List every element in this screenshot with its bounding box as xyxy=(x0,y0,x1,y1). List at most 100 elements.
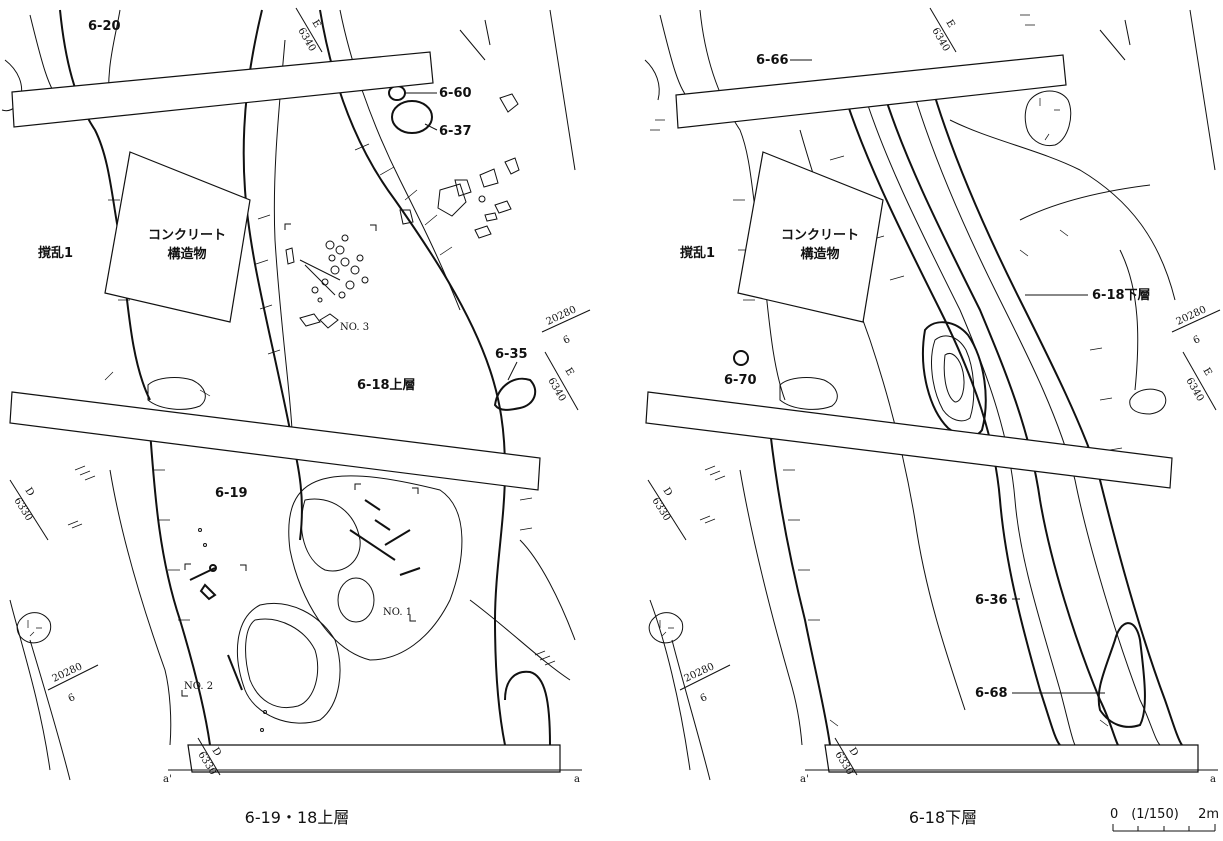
left-label-no1: NO. 1 xyxy=(383,607,412,618)
left-east-line-1 xyxy=(549,9,576,171)
left-pond-3 xyxy=(236,603,341,724)
right-east-line xyxy=(1189,9,1216,171)
svg-text:6: 6 xyxy=(562,334,572,347)
left-artifacts-upper xyxy=(388,85,520,239)
right-map: コンクリート 構造物 6-66 撹乱1 6-18下層 6-70 6-36 6-6… xyxy=(644,7,1221,827)
left-section-a-prime: a' xyxy=(163,774,172,785)
svg-text:E: E xyxy=(309,18,322,30)
right-east-terrace xyxy=(949,119,1176,391)
right-tree-1 xyxy=(1024,90,1072,147)
left-pond-2 xyxy=(337,577,375,623)
left-tree-1 xyxy=(16,612,52,644)
left-east-line-2 xyxy=(459,19,491,61)
left-east-line-3 xyxy=(469,539,576,681)
svg-text:20280: 20280 xyxy=(51,661,84,684)
left-grid-20280-a: 20280 6 xyxy=(541,304,591,347)
scale-start: 0 xyxy=(1110,807,1118,822)
scale-bar-line xyxy=(1112,824,1216,832)
svg-text:E: E xyxy=(1200,366,1213,378)
right-feature-6-68 xyxy=(1097,622,1146,728)
right-grid-20280-a: 20280 6 xyxy=(1171,304,1221,347)
right-terrace-2 xyxy=(659,14,691,101)
left-structure-label-2: 構造物 xyxy=(167,246,206,262)
right-label-6-66: 6-66 xyxy=(756,53,789,68)
left-artifacts-lower xyxy=(189,499,421,732)
right-west-wall xyxy=(769,429,831,746)
left-label-6-18-upper: 6-18上層 xyxy=(357,378,416,393)
left-upper-band xyxy=(11,51,434,128)
svg-text:6: 6 xyxy=(1192,334,1202,347)
svg-text:20280: 20280 xyxy=(683,661,716,684)
svg-text:6: 6 xyxy=(699,692,709,705)
right-label-6-18-lower: 6-18下層 xyxy=(1092,288,1151,303)
right-channel-1 xyxy=(839,79,1061,746)
left-artifact-cluster-no3 xyxy=(285,234,369,329)
svg-text:D: D xyxy=(660,486,674,499)
svg-text:6340: 6340 xyxy=(1183,376,1205,404)
svg-text:D: D xyxy=(22,486,36,499)
right-feature-6-70 xyxy=(733,350,749,366)
left-label-6-19: 6-19 xyxy=(215,486,248,501)
right-grid-d-left: D 6330 xyxy=(647,479,687,541)
left-label-no2: NO. 2 xyxy=(184,681,213,692)
right-label-6-68: 6-68 xyxy=(975,686,1008,701)
left-map: コンクリート 構造物 6-20 6-60 6-37 撹乱1 NO. 3 6-35… xyxy=(1,7,591,827)
left-channel-inner-east xyxy=(339,9,461,311)
left-lower-west-wall xyxy=(149,429,211,746)
left-leader-6-35 xyxy=(507,361,518,381)
scale-end: 2m xyxy=(1198,807,1219,822)
left-stone-1 xyxy=(147,377,206,410)
svg-text:6330: 6330 xyxy=(649,496,672,523)
left-section-a: a xyxy=(574,774,580,785)
right-section-a: a xyxy=(1210,774,1216,785)
right-channel-3 xyxy=(879,79,1119,746)
right-stone-1 xyxy=(779,377,838,410)
left-leader-6-37 xyxy=(424,123,438,131)
right-label-6-70: 6-70 xyxy=(724,373,757,388)
svg-text:20280: 20280 xyxy=(1175,304,1208,327)
right-west-wall-3 xyxy=(649,599,711,781)
right-east-line-2 xyxy=(1099,19,1131,61)
left-grid-20280-b: 20280 6 xyxy=(47,661,99,705)
right-mound-core xyxy=(943,353,965,403)
right-terrace-3 xyxy=(644,59,660,101)
left-bottom-left-lines xyxy=(9,599,71,781)
left-concrete-structure xyxy=(104,151,251,323)
left-grid-d-left: D 6330 xyxy=(9,479,49,541)
left-label-6-35: 6-35 xyxy=(495,347,528,362)
left-label-disturbance: 撹乱1 xyxy=(38,245,73,261)
right-caption: 6-18下層 xyxy=(909,808,977,827)
scale-ratio: (1/150) xyxy=(1131,807,1179,822)
right-structure-label-2: 構造物 xyxy=(800,246,839,262)
left-label-no3: NO. 3 xyxy=(340,322,369,333)
right-grid-e-right: E 6340 xyxy=(1182,351,1217,411)
right-channel-4 xyxy=(909,79,1161,746)
right-label-6-36: 6-36 xyxy=(975,593,1008,608)
svg-text:E: E xyxy=(562,366,575,378)
left-pond-3-inner xyxy=(245,618,319,708)
left-structure-label-1: コンクリート xyxy=(148,228,226,243)
right-bottom-band xyxy=(824,744,1199,773)
left-terrace-1 xyxy=(59,9,151,401)
left-label-6-60: 6-60 xyxy=(439,86,472,101)
right-label-disturbance: 撹乱1 xyxy=(680,245,715,261)
svg-text:E: E xyxy=(943,18,956,30)
right-channel-5 xyxy=(929,79,1183,746)
left-grid-e-right: E 6340 xyxy=(544,351,579,411)
left-bottom-band xyxy=(187,744,561,773)
right-stone-2 xyxy=(1129,388,1167,415)
svg-text:6340: 6340 xyxy=(545,376,567,404)
scale-bar: 0 (1/150) 2m xyxy=(1110,807,1219,832)
left-grid-e-top: E 6340 xyxy=(295,7,323,54)
right-grid-e-top: E 6340 xyxy=(929,7,957,54)
right-tree-2 xyxy=(648,612,684,644)
left-label-6-37: 6-37 xyxy=(439,124,472,139)
right-section-a-prime: a' xyxy=(800,774,809,785)
svg-text:20280: 20280 xyxy=(545,304,578,327)
svg-text:6330: 6330 xyxy=(11,496,34,523)
left-middle-band xyxy=(9,391,541,491)
left-pond-1 xyxy=(288,475,463,661)
left-pond-1-inner xyxy=(301,498,361,572)
left-label-6-20: 6-20 xyxy=(88,19,121,34)
